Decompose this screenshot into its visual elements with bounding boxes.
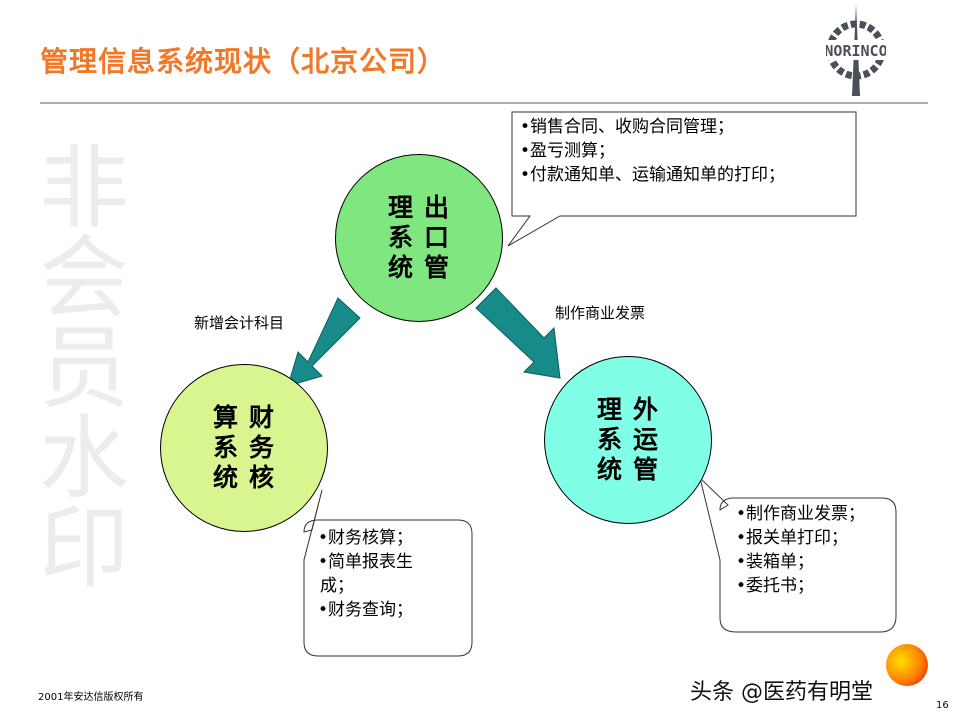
svg-text:NORINCO: NORINCO (826, 42, 886, 60)
left-callout-text: •财务核算； •简单报表生 成； •财务查询； (318, 526, 413, 622)
right-callout-text: •制作商业发票； •报关单打印； •装箱单； •委托书； (736, 502, 865, 598)
circle-col-left: 理系统 (597, 395, 623, 484)
title-divider (40, 102, 928, 104)
export-management-circle[interactable]: 出口管 理系统 (335, 154, 503, 322)
arrow-left (287, 297, 361, 387)
page-number: 16 (936, 700, 949, 711)
circle-col-right: 外运管 (633, 395, 659, 484)
circle-col-left: 理系统 (388, 193, 414, 282)
circle-col-left: 算系统 (213, 403, 239, 492)
bullet: •委托书； (736, 576, 815, 596)
arrow-left-label: 新增会计科目 (194, 314, 285, 332)
bullet: •装箱单； (736, 552, 815, 572)
finance-accounting-circle[interactable]: 财务核 算系统 (160, 364, 328, 532)
bullet: •财务核算； (318, 528, 414, 548)
footer-copyright: 2001年安达信版权所有 (38, 692, 144, 703)
bullet: 成； (320, 576, 354, 596)
bullet: •销售合同、收购合同管理； (520, 117, 735, 137)
slide-title: 管理信息系统现状（北京公司） (40, 45, 447, 78)
norinco-logo: NORINCO (824, 4, 888, 96)
arrow-right-label: 制作商业发票 (555, 304, 646, 322)
right-callout (699, 476, 897, 633)
footer-brand: 头条 @医药有明堂 (690, 680, 873, 705)
bullet: •报关单打印； (736, 528, 849, 548)
top-callout-text: •销售合同、收购合同管理； •盈亏测算； •付款通知单、运输通知单的打印； (520, 115, 785, 187)
circle-col-right: 出口管 (424, 193, 450, 282)
bullet: •制作商业发票； (736, 504, 866, 524)
bullet: •盈亏测算； (520, 141, 616, 161)
watermark: 非会员水印 (23, 140, 128, 590)
sun-logo-icon (886, 644, 928, 686)
left-callout (303, 489, 473, 657)
circle-col-right: 财务核 (249, 403, 275, 492)
top-callout (507, 111, 857, 247)
arrow-right (475, 287, 561, 379)
shipping-management-circle[interactable]: 外运管 理系统 (544, 356, 712, 524)
bullet: •付款通知单、运输通知单的打印； (520, 165, 786, 185)
bullet: •财务查询； (318, 600, 414, 620)
bullet: •简单报表生 (318, 552, 414, 572)
